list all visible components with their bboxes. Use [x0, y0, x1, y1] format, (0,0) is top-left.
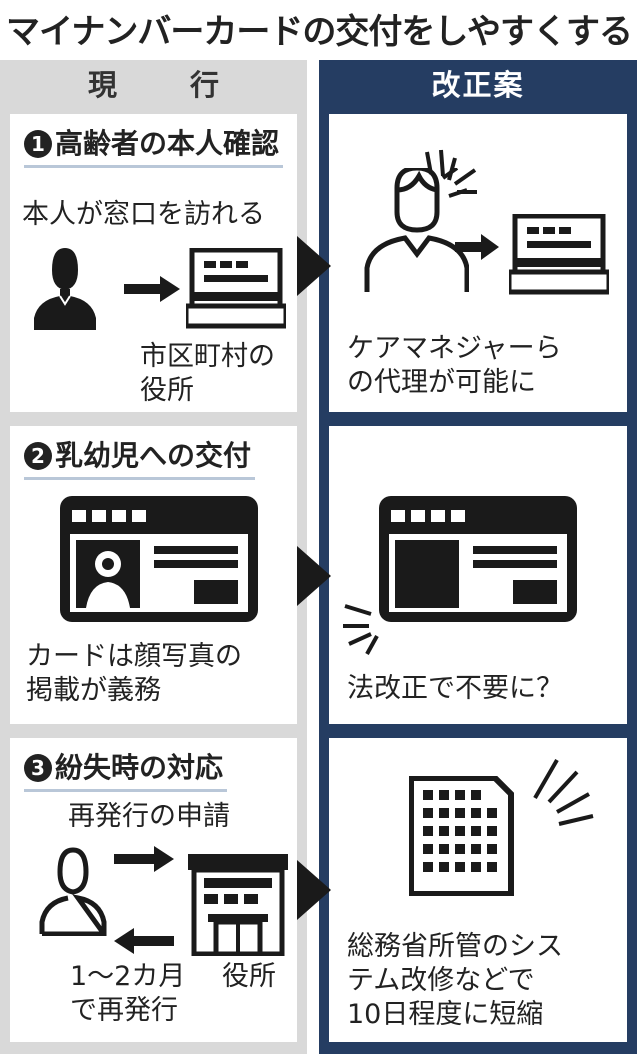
left-arrow-icon [112, 926, 176, 956]
section1-visit-text: 本人が窓口を訪れる [22, 199, 265, 230]
office-building-icon [186, 852, 290, 956]
section1-transition-arrow-icon [297, 236, 333, 296]
section2-current-line2: 掲載が義務 [26, 675, 161, 706]
section2-proposed-line1: 法改正で不要に？ [347, 673, 563, 704]
office-tower-icon [409, 776, 519, 896]
counter-icon [509, 214, 609, 296]
right-arrow-icon [112, 844, 176, 874]
section3-period-line1: 1～2カ月 [70, 961, 186, 992]
emphasis-lines-icon [421, 148, 481, 208]
section3-proposed-panel: 総務省所管のシス テム改修などで 10日程度に短縮 [329, 738, 627, 1042]
section1-number: 1 [24, 130, 52, 158]
section2-current-line1: カードは顔写真の [26, 641, 242, 672]
id-card-with-photo-icon [60, 496, 258, 622]
section3-proposed-line2: テム改修などで [347, 965, 535, 996]
section1-proposed-panel: ケアマネジャーら の代理が可能に [329, 114, 627, 412]
section1-proposed-line1: ケアマネジャーら [347, 333, 562, 364]
section1-office-line2: 役所 [140, 375, 194, 406]
page-title: マイナンバーカードの交付をしやすくする [6, 12, 633, 52]
section3-number: 3 [24, 754, 52, 782]
current-column-header: 現 行 [87, 68, 241, 102]
id-card-no-photo-icon [379, 496, 577, 622]
section3-proposed-line1: 総務省所管のシス [347, 931, 563, 962]
section2-number: 2 [24, 442, 52, 470]
person-icon [30, 242, 100, 330]
section2-heading-text: 乳幼児への交付 [55, 439, 252, 472]
section3-transition-arrow-icon [297, 860, 333, 920]
section1-heading-text: 高齢者の本人確認 [55, 127, 280, 160]
right-arrow-icon [122, 274, 182, 304]
section3-proposed-line3: 10日程度に短縮 [347, 999, 544, 1030]
right-arrow-icon [453, 232, 501, 262]
section1-office-line1: 市区町村の [140, 341, 275, 372]
section3-period-line2: で再発行 [70, 995, 178, 1026]
counter-icon [186, 248, 286, 330]
emphasis-lines-icon [341, 596, 401, 656]
section3-office-label: 役所 [222, 961, 276, 992]
section2-transition-arrow-icon [297, 546, 333, 606]
emphasis-lines-icon [529, 758, 599, 828]
section3-heading-text: 紛失時の対応 [55, 751, 224, 784]
proposed-column-header: 改正案 [431, 68, 525, 102]
section2-proposed-panel: 法改正で不要に？ [329, 426, 627, 724]
person-outline-icon [38, 846, 108, 936]
section1-proposed-line2: の代理が可能に [347, 367, 536, 398]
section3-request-text: 再発行の申請 [68, 801, 230, 832]
